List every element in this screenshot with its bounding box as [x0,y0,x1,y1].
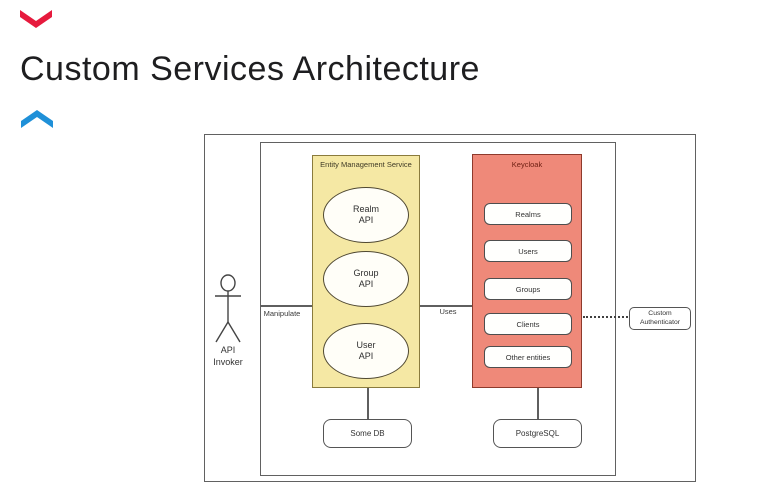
manipulate-connector-label: Manipulate [263,309,301,318]
keycloak-realms-node: Realms [484,203,572,225]
page-title: Custom Services Architecture [20,50,480,88]
actor-label-line2: Invoker [213,357,243,368]
chevron-down-icon[interactable] [19,9,53,28]
custom-authenticator-label-line1: Custom [648,309,672,317]
ems-database-connector-line [367,388,369,419]
keycloak-other-entities-node: Other entities [484,346,572,368]
diagram-inner-box [260,142,616,476]
group-api-node: Group API [323,251,409,307]
group-api-label-line2: API [358,279,374,289]
postgresql-node: PostgreSQL [493,419,582,448]
realm-api-label-line2: API [358,215,374,225]
user-api-label-line1: User [356,339,376,350]
custom-authenticator-label-line2: Authenticator [639,318,681,326]
actor-label: API Invoker [196,344,260,368]
some-db-node: Some DB [323,419,412,448]
user-api-node: User API [323,323,409,379]
custom-authenticator-node: Custom Authenticator [629,307,691,330]
chevron-up-icon[interactable] [20,109,54,129]
actor-figure-icon [215,274,241,343]
keycloak-users-node: Users [484,240,572,262]
entity-management-service-title: Entity Management Service [320,160,412,169]
realm-api-node: Realm API [323,187,409,243]
manipulate-connector-line [260,305,312,307]
diagram-outer-box [204,134,696,482]
keycloak-title: Keycloak [511,160,543,169]
keycloak-groups-node: Groups [484,278,572,300]
uses-connector-line [420,305,472,307]
group-api-label-line1: Group [353,267,379,278]
keycloak-database-connector-line [537,388,539,419]
authenticator-dotted-connector [583,316,628,318]
user-api-label-line2: API [358,351,374,361]
uses-connector-label: Uses [439,307,457,316]
actor-label-line1: API [220,345,236,355]
keycloak-clients-node: Clients [484,313,572,335]
realm-api-label-line1: Realm [352,203,379,214]
